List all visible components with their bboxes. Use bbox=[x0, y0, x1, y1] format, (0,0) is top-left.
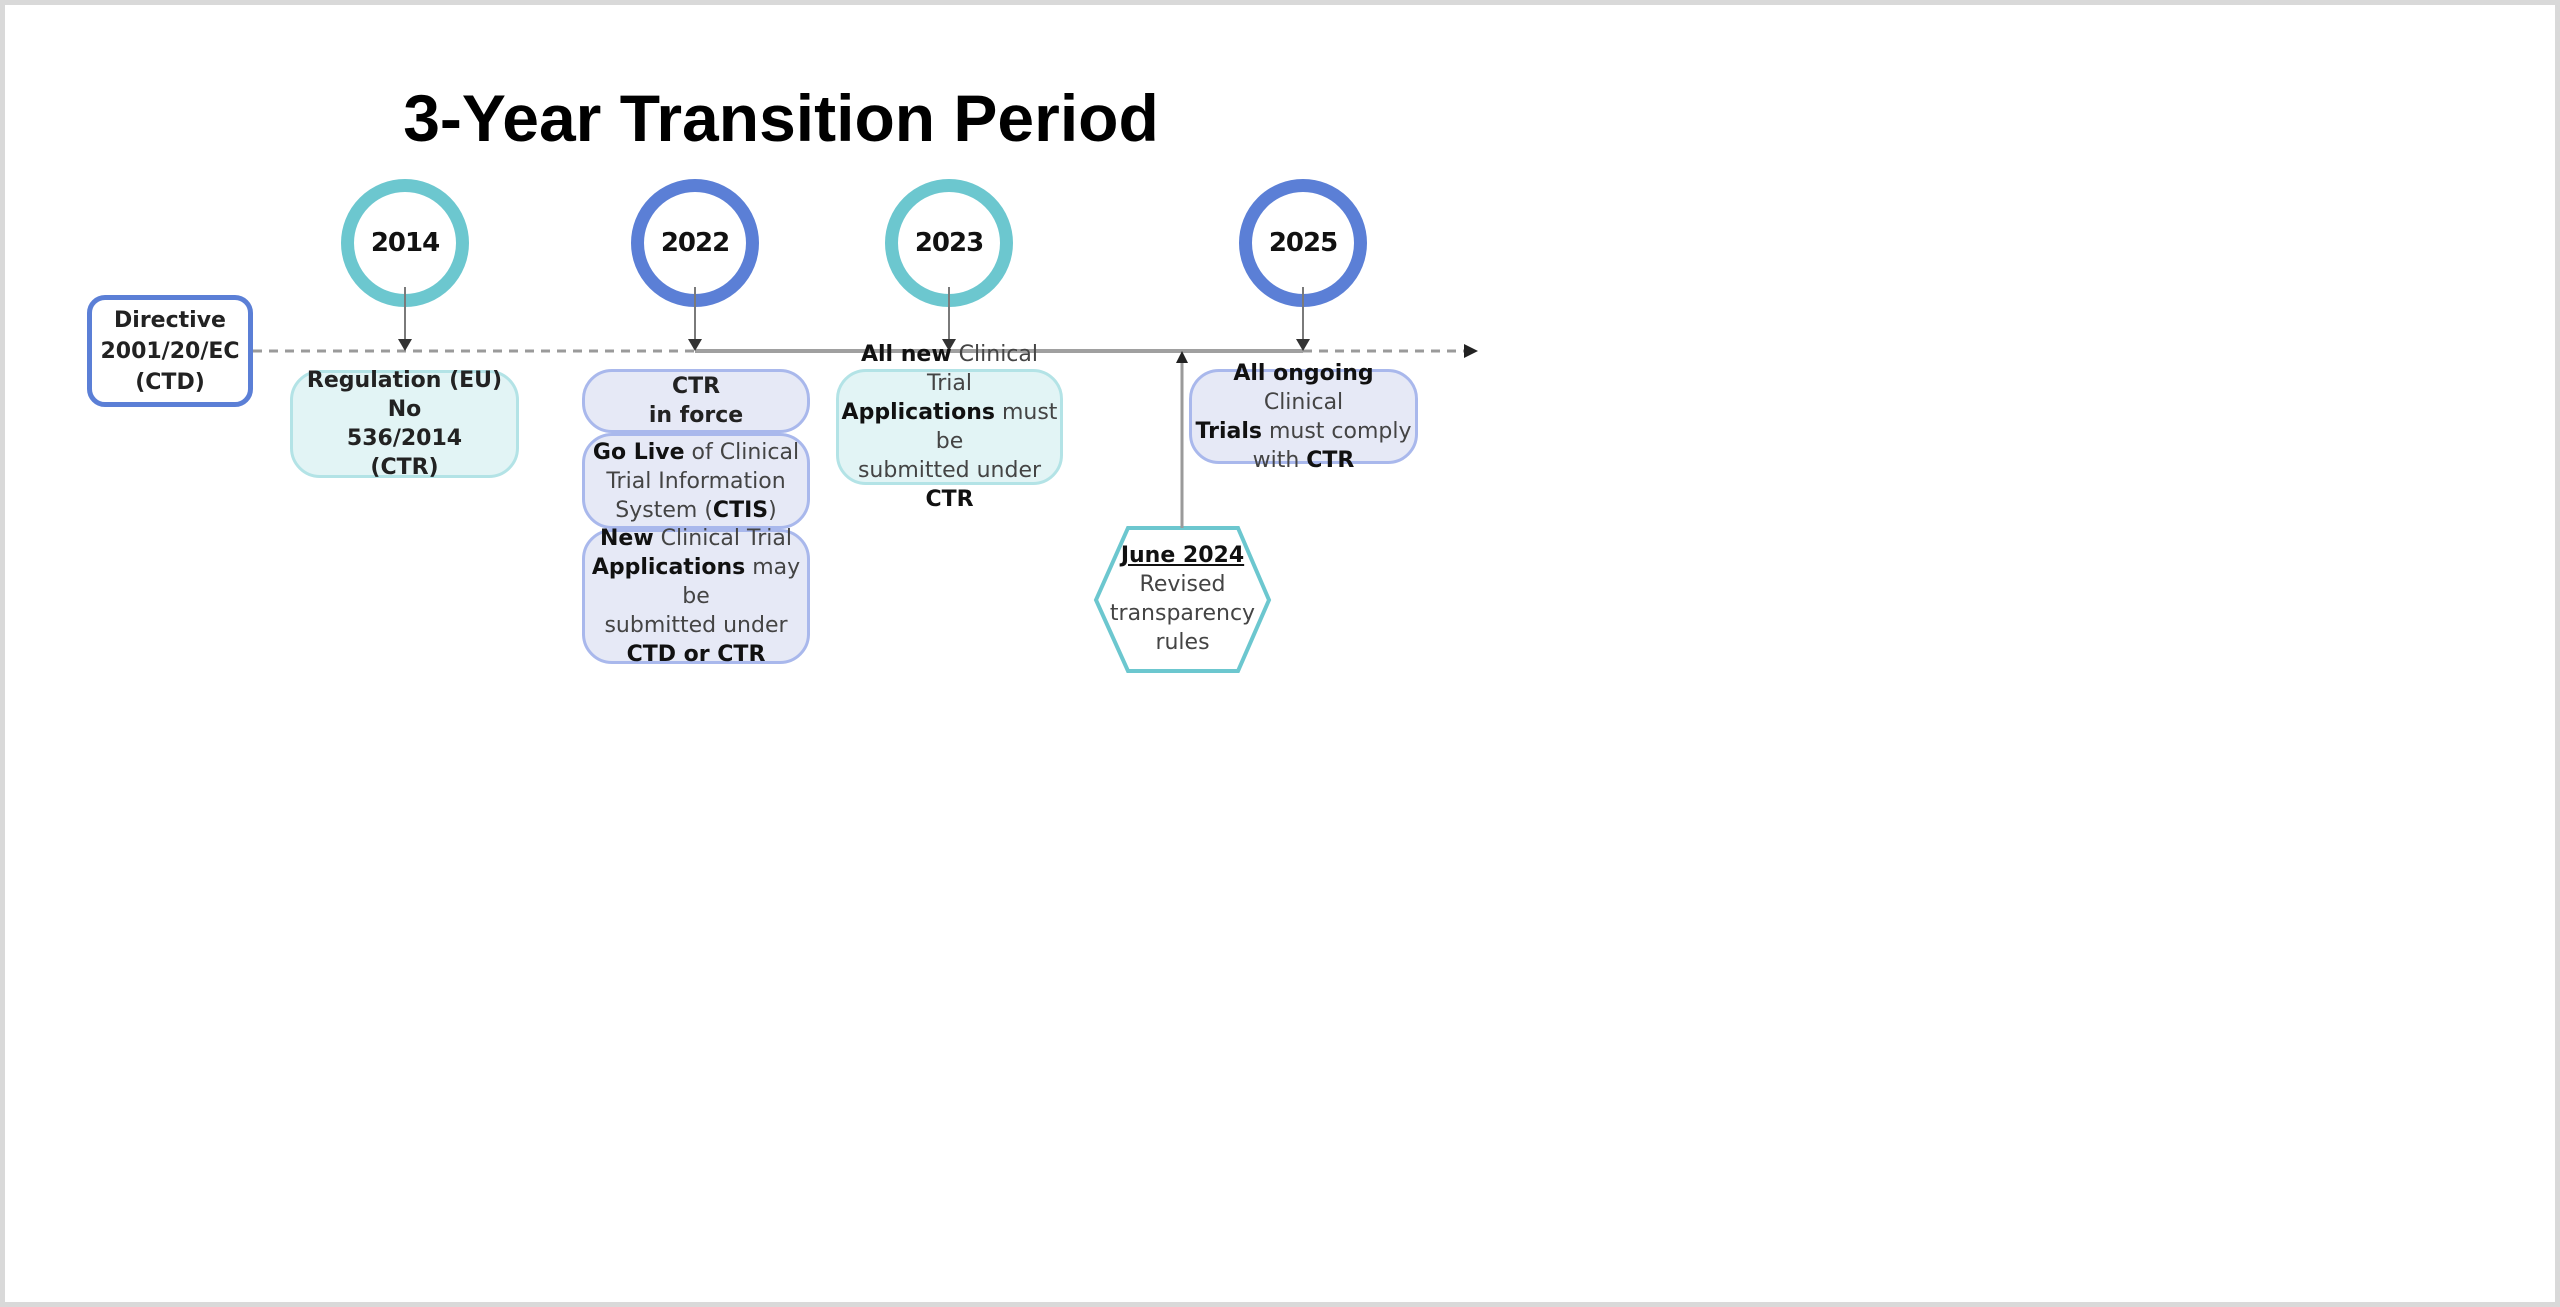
box-line: submitted under bbox=[604, 613, 788, 638]
box-line: submitted under CTR bbox=[857, 458, 1042, 512]
arrow-down-icon bbox=[398, 339, 412, 351]
connector-2022 bbox=[694, 287, 696, 340]
arrow-down-icon bbox=[1296, 339, 1310, 351]
box-line: Regulation (EU) No bbox=[306, 368, 503, 422]
milestone-box-2025: All ongoing Clinical Trials must comply … bbox=[1189, 361, 1418, 473]
directive-line-3: (CTD) bbox=[135, 369, 205, 395]
box-line: All new Clinical Trial bbox=[860, 342, 1038, 396]
june-2024-event: June 2024 Revised transparency rules bbox=[1096, 541, 1269, 657]
arrow-right-icon bbox=[1464, 344, 1478, 358]
box-line: 536/2014 bbox=[346, 426, 463, 451]
directive-box: Directive 2001/20/EC (CTD) bbox=[87, 295, 253, 407]
box-line: Go Live of Clinical bbox=[592, 439, 800, 465]
hexagon-shape bbox=[1093, 526, 1272, 673]
box-line: All ongoing Clinical bbox=[1233, 360, 1374, 415]
new-applications-box: New Clinical Trial Applications may be s… bbox=[582, 526, 810, 667]
box-line: CTR bbox=[671, 374, 721, 399]
connector-2025 bbox=[1302, 287, 1304, 340]
year-label: 2025 bbox=[1268, 228, 1338, 258]
box-line: Trial Information bbox=[606, 468, 786, 494]
directive-line-2: 2001/20/EC bbox=[100, 338, 240, 364]
box-line: CTD or CTR bbox=[626, 642, 766, 667]
event-line: Revised bbox=[1139, 572, 1226, 597]
box-line: New Clinical Trial bbox=[600, 526, 792, 551]
milestone-box-2023: All new Clinical Trial Applications must… bbox=[836, 342, 1063, 512]
connector-2023 bbox=[948, 287, 950, 340]
box-line: (CTR) bbox=[370, 455, 439, 480]
event-line: transparency bbox=[1109, 601, 1256, 626]
connector-2014 bbox=[404, 287, 406, 340]
arrow-down-icon bbox=[688, 339, 702, 351]
event-line: rules bbox=[1155, 630, 1210, 655]
page-title: 3-Year Transition Period bbox=[403, 81, 1159, 155]
box-line: in force bbox=[648, 403, 744, 428]
ctr-in-force-box: CTR in force bbox=[582, 369, 810, 433]
arrow-down-icon bbox=[942, 339, 956, 351]
box-line: Applications must be bbox=[841, 400, 1058, 454]
arrow-up-icon bbox=[1176, 351, 1188, 363]
year-label: 2022 bbox=[660, 228, 730, 258]
event-date: June 2024 bbox=[1120, 543, 1245, 568]
directive-line-1: Directive bbox=[114, 307, 226, 333]
milestone-box-2014: Regulation (EU) No 536/2014 (CTR) bbox=[290, 368, 519, 480]
year-label: 2014 bbox=[370, 228, 440, 258]
box-line: Trials must comply bbox=[1195, 418, 1412, 444]
ctis-go-live-box: Go Live of Clinical Trial Information Sy… bbox=[582, 433, 810, 529]
box-line: with CTR bbox=[1252, 447, 1355, 473]
box-line: System (CTIS) bbox=[615, 497, 777, 523]
box-line: Applications may be bbox=[591, 555, 801, 609]
year-label: 2023 bbox=[914, 228, 984, 258]
